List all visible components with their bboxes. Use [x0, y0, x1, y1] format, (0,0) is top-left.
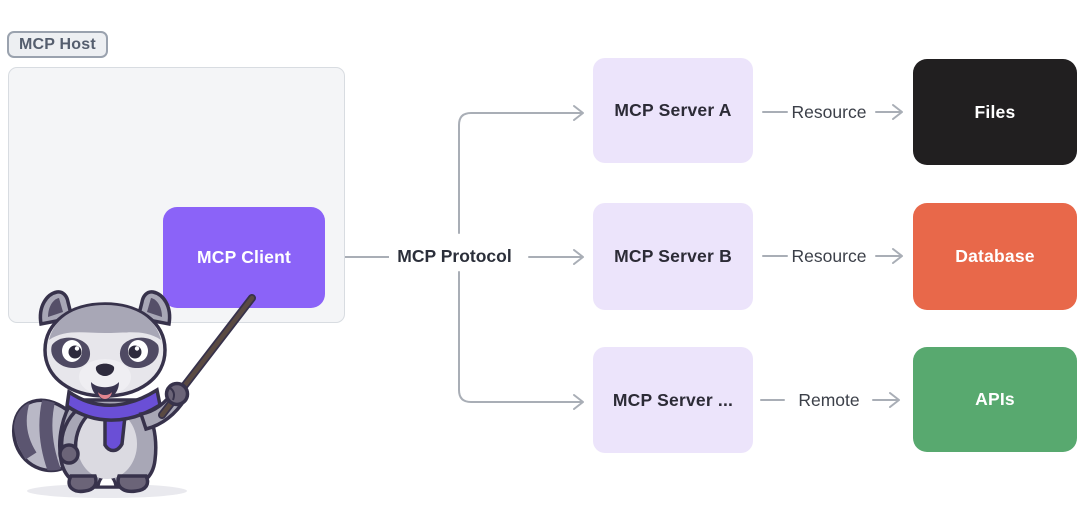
protocol-to-server-c-arrow — [458, 271, 584, 410]
resource-link-label-a: Resource — [791, 101, 867, 122]
resource-link-label-b: Resource — [791, 245, 867, 266]
mcp-server-a-node: MCP Server A — [593, 58, 753, 163]
server-c-to-apis-arrow — [760, 392, 900, 408]
remote-link-label-c: Remote — [798, 389, 860, 410]
server-a-to-files-arrow — [762, 104, 903, 120]
mcp-host-badge: MCP Host — [7, 31, 108, 58]
database-node: Database — [913, 203, 1077, 310]
raccoon-with-pointer-mascot-icon — [11, 290, 256, 498]
mcp-server-c-label: MCP Server ... — [612, 389, 734, 410]
mcp-server-a-label: MCP Server A — [614, 100, 732, 120]
mcp-protocol-label: MCP Protocol — [389, 243, 520, 270]
files-node: Files — [913, 59, 1077, 165]
mcp-client-label: MCP Client — [196, 247, 292, 267]
protocol-to-server-b-arrow — [528, 249, 584, 265]
apis-node: APIs — [913, 347, 1077, 452]
mcp-client-node: MCP Client — [163, 207, 325, 308]
protocol-to-server-a-arrow — [458, 105, 584, 234]
mcp-server-b-node: MCP Server B — [593, 203, 753, 310]
files-label: Files — [974, 101, 1016, 122]
apis-label: APIs — [975, 389, 1015, 409]
mcp-server-c-node: MCP Server ... — [593, 347, 753, 453]
server-b-to-database-arrow — [762, 248, 903, 264]
mcp-server-b-label: MCP Server B — [614, 246, 732, 266]
database-label: Database — [955, 246, 1035, 266]
